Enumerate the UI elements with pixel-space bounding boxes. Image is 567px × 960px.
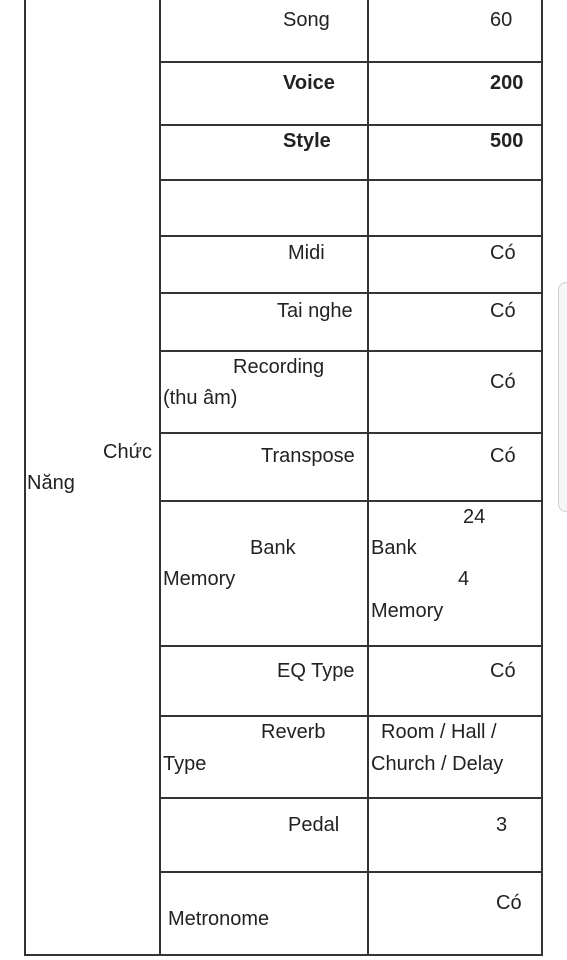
value-bank-line-1: 24 bbox=[463, 506, 486, 528]
feature-bank-line-1: Bank bbox=[250, 537, 296, 559]
feature-eq-type: EQ Type bbox=[277, 660, 355, 682]
row-divider bbox=[159, 432, 543, 434]
feature-pedal: Pedal bbox=[288, 814, 340, 836]
value-reverb-line-2: Church / Delay bbox=[371, 753, 504, 775]
value-bank-line-3: 4 bbox=[458, 568, 470, 590]
column-divider-1 bbox=[159, 0, 161, 956]
feature-metronome: Metronome bbox=[168, 908, 270, 930]
feature-bank-line-2: Memory bbox=[163, 568, 236, 590]
value-eq-type: Có bbox=[490, 660, 516, 682]
value-recording: Có bbox=[490, 371, 516, 393]
feature-reverb-line-2: Type bbox=[163, 753, 207, 775]
row-divider bbox=[159, 715, 543, 717]
spec-table bbox=[24, 0, 543, 956]
value-style: 500 bbox=[490, 130, 524, 152]
value-bank-line-2: Bank bbox=[371, 537, 417, 559]
row-divider bbox=[159, 179, 543, 181]
feature-recording-line-2: (thu âm) bbox=[163, 387, 238, 409]
feature-headphone: Tai nghe bbox=[277, 300, 353, 322]
row-divider bbox=[159, 797, 543, 799]
row-divider bbox=[159, 292, 543, 294]
scroll-handle[interactable] bbox=[558, 282, 567, 512]
feature-midi: Midi bbox=[288, 242, 325, 264]
row-divider bbox=[159, 645, 543, 647]
feature-voice: Voice bbox=[283, 72, 335, 94]
feature-reverb-line-1: Reverb bbox=[261, 721, 326, 743]
feature-recording-line-1: Recording bbox=[233, 356, 325, 378]
column-divider-2 bbox=[367, 0, 369, 956]
row-divider bbox=[159, 871, 543, 873]
row-divider bbox=[159, 350, 543, 352]
group-label-line-1: Chức bbox=[103, 441, 152, 463]
value-bank-line-4: Memory bbox=[371, 600, 444, 622]
value-pedal: 3 bbox=[496, 814, 508, 836]
row-divider bbox=[159, 61, 543, 63]
feature-song: Song bbox=[283, 9, 330, 31]
value-voice: 200 bbox=[490, 72, 524, 94]
feature-style: Style bbox=[283, 130, 331, 152]
feature-transpose: Transpose bbox=[261, 445, 355, 467]
value-headphone: Có bbox=[490, 300, 516, 322]
row-divider bbox=[159, 124, 543, 126]
row-divider bbox=[159, 235, 543, 237]
value-transpose: Có bbox=[490, 445, 516, 467]
group-label-line-2: Năng bbox=[27, 472, 75, 494]
value-midi: Có bbox=[490, 242, 516, 264]
row-divider bbox=[159, 500, 543, 502]
value-reverb-line-1: Room / Hall / bbox=[381, 721, 497, 743]
value-song: 60 bbox=[490, 9, 513, 31]
value-metronome: Có bbox=[496, 892, 522, 914]
